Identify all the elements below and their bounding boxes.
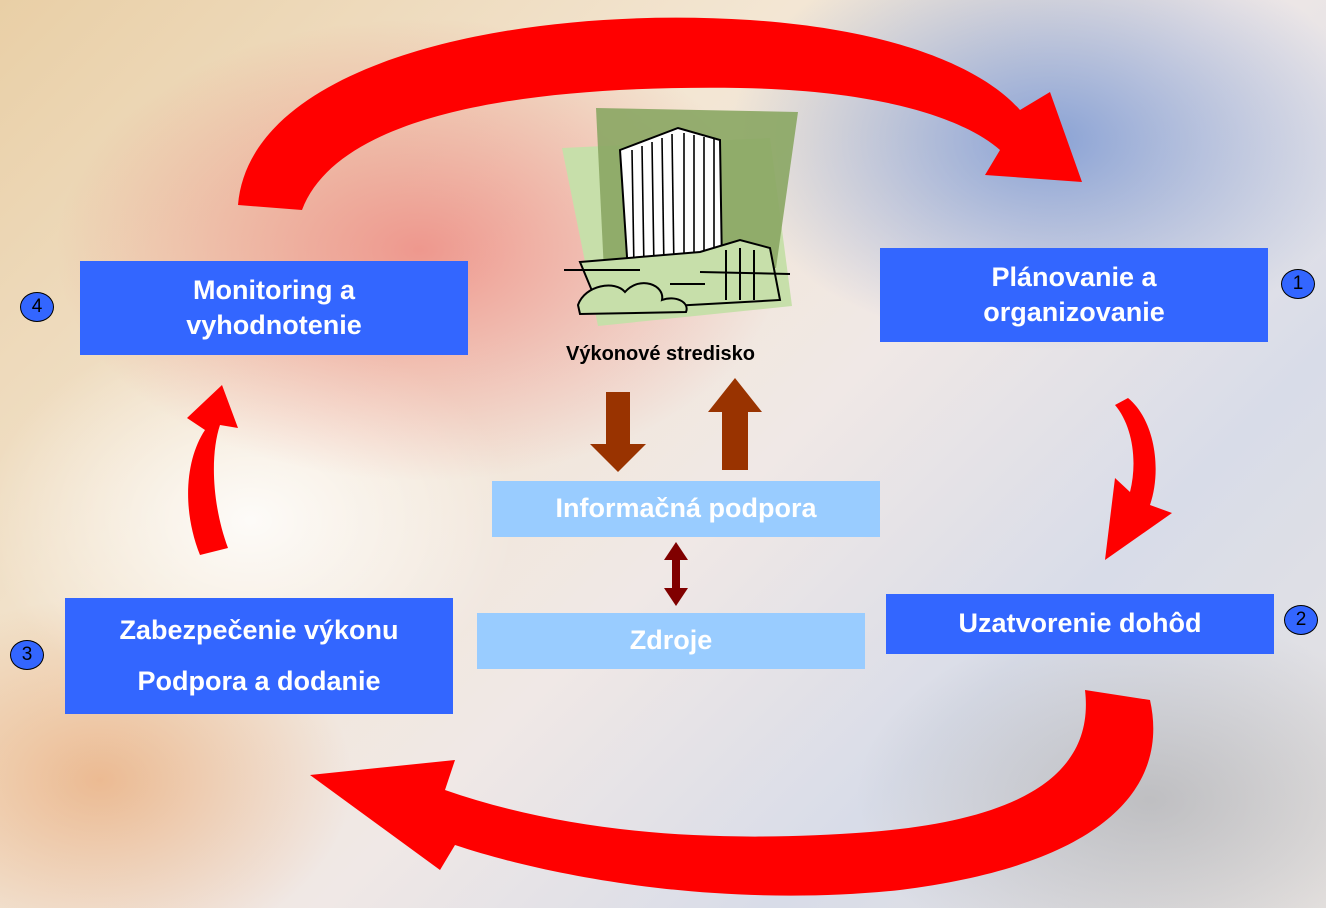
step-box-monitoring: Monitoring a vyhodnotenie <box>80 261 468 355</box>
step-3-line-1: Zabezpečenie výkonu <box>119 614 399 645</box>
performance-center-caption: Výkonové stredisko <box>566 343 755 365</box>
info-support-label: Informačná podpora <box>555 493 817 524</box>
resources-box: Zdroje <box>477 613 865 669</box>
cycle-arrow-left <box>187 385 238 555</box>
step-number-badge-1: 1 <box>1281 269 1315 299</box>
step-4-line-1: Monitoring a <box>193 274 355 305</box>
step-box-planning: Plánovanie a organizovanie <box>880 248 1268 342</box>
step-1-line-2: organizovanie <box>983 297 1165 327</box>
step-box-agreements: Uzatvorenie dohôd <box>886 594 1274 654</box>
step-1-line-1: Plánovanie a <box>991 261 1157 292</box>
step-2-line-1: Uzatvorenie dohôd <box>958 608 1202 639</box>
arrow-down-to-info <box>590 392 646 472</box>
resources-label: Zdroje <box>629 625 713 656</box>
info-support-box: Informačná podpora <box>492 481 880 537</box>
step-box-performance: Zabezpečenie výkonu Podpora a dodanie <box>65 598 453 714</box>
cycle-arrow-bottom <box>310 690 1154 896</box>
step-number-badge-4: 4 <box>20 292 54 322</box>
step-4-line-2: vyhodnotenie <box>186 310 362 340</box>
cycle-arrow-top <box>238 17 1082 210</box>
cycle-arrow-right <box>1105 398 1172 560</box>
arrow-up-to-center <box>708 378 762 470</box>
office-building-icon <box>562 108 798 326</box>
step-3-line-2: Podpora a dodanie <box>137 666 381 696</box>
step-number-badge-2: 2 <box>1284 605 1318 635</box>
step-number-badge-3: 3 <box>10 640 44 670</box>
arrow-info-resources <box>664 542 688 606</box>
